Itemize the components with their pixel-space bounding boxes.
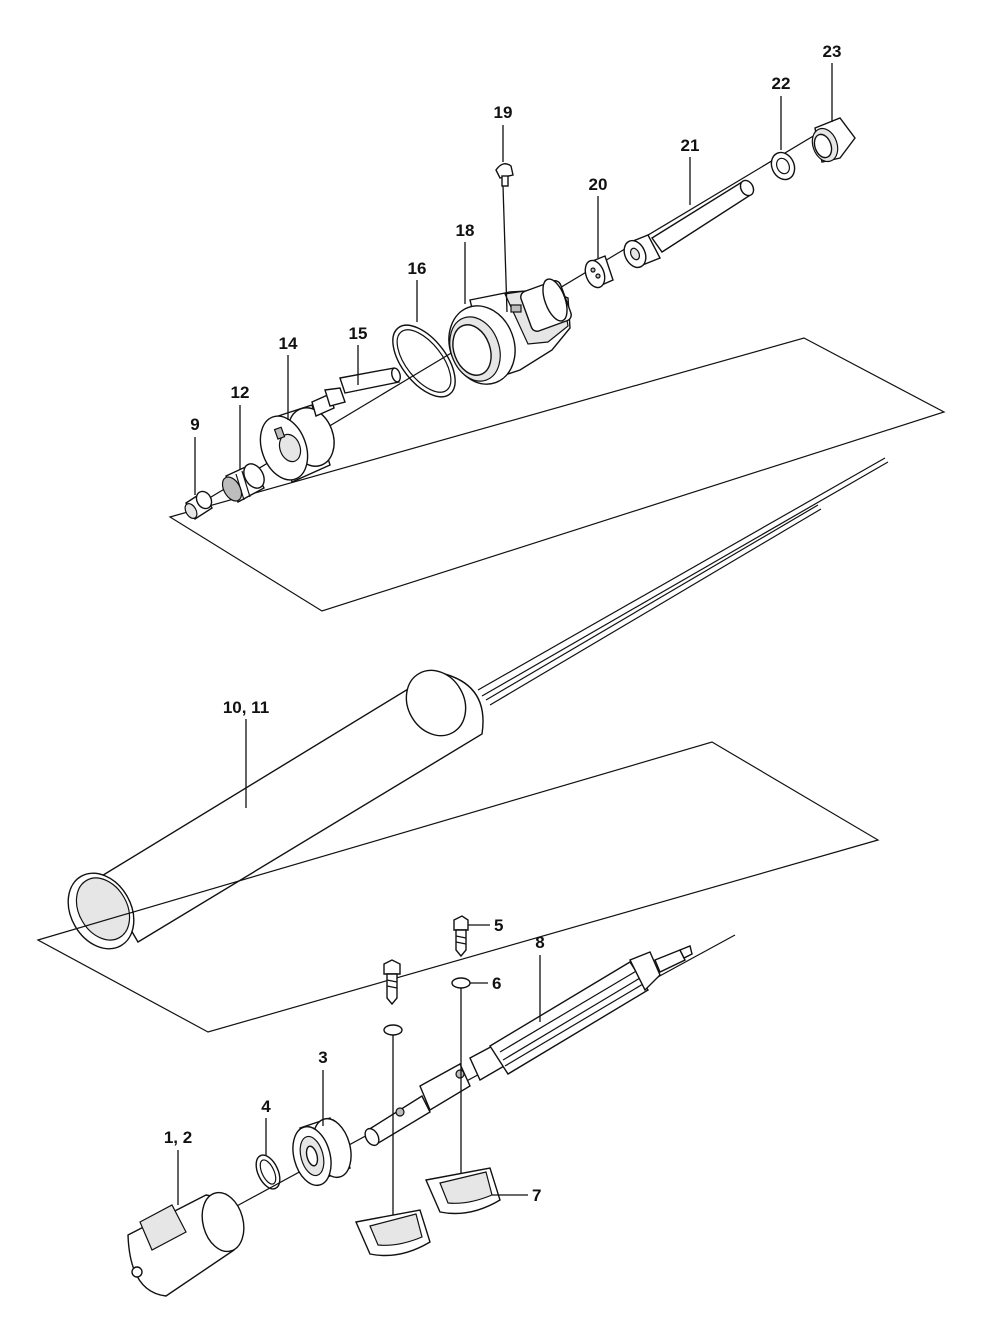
label-7: 7: [532, 1186, 541, 1205]
shaft-hole: [455, 1069, 465, 1079]
part-7-clamp-half-right: [425, 1167, 501, 1215]
shaft-hole: [395, 1107, 405, 1117]
label-15: 15: [349, 324, 368, 343]
part-9-bushing: [184, 490, 213, 520]
label-9: 9: [190, 415, 199, 434]
head-cap-hole: [131, 1266, 143, 1278]
bearing-needle-line: [241, 470, 251, 498]
label-19: 19: [494, 103, 513, 122]
part-20-spacer: [584, 255, 614, 289]
part-5-screw: [453, 915, 469, 958]
part-7-clamp-half-left: [355, 1209, 431, 1257]
part-4-circlip: [255, 1154, 281, 1190]
part-8-spline-shaft: [364, 945, 693, 1147]
part-6-washer: [451, 977, 471, 989]
label-4: 4: [261, 1097, 271, 1116]
part-22-washer: [770, 151, 796, 181]
spacer-hole: [590, 267, 596, 273]
leader-19b: [502, 185, 508, 313]
part-12-needle-bearing: [221, 463, 265, 503]
label-18: 18: [456, 221, 475, 240]
label-8: 8: [535, 933, 544, 952]
label-16: 16: [408, 259, 427, 278]
part-15-crank-pin: [311, 367, 401, 417]
label-23: 23: [823, 42, 842, 61]
housing-screw-slot: [510, 304, 522, 313]
label-14: 14: [279, 334, 298, 353]
label-5: 5: [494, 916, 503, 935]
part-18-gear-housing: [448, 278, 572, 385]
part-16-o-ring-inner: [396, 329, 452, 393]
part-1-2-head-cap: [127, 1191, 245, 1297]
label-20: 20: [589, 175, 608, 194]
lower-assembly-plane: [36, 741, 880, 1033]
label-6: 6: [492, 974, 501, 993]
left-washer: [383, 1024, 403, 1036]
label-12: 12: [231, 383, 250, 402]
part-21-shaft-collar: [623, 179, 755, 269]
label-21: 21: [681, 136, 700, 155]
bearing-needle-line: [235, 473, 245, 501]
spacer-hole: [595, 273, 601, 279]
part-23-end-nut: [811, 117, 856, 163]
upper-assembly-plane: [168, 337, 946, 612]
long-drive-shaft: [477, 457, 889, 706]
label-1-2: 1, 2: [164, 1128, 192, 1147]
part-14-eccentric-disc: [259, 404, 335, 483]
part-3-ball-bearing: [292, 1117, 352, 1187]
label-22: 22: [772, 74, 791, 93]
part-16-o-ring: [392, 324, 456, 398]
label-10-11: 10, 11: [223, 698, 269, 717]
left-screw: [383, 959, 401, 1006]
label-3: 3: [318, 1048, 327, 1067]
part-19-screw: [495, 163, 514, 187]
